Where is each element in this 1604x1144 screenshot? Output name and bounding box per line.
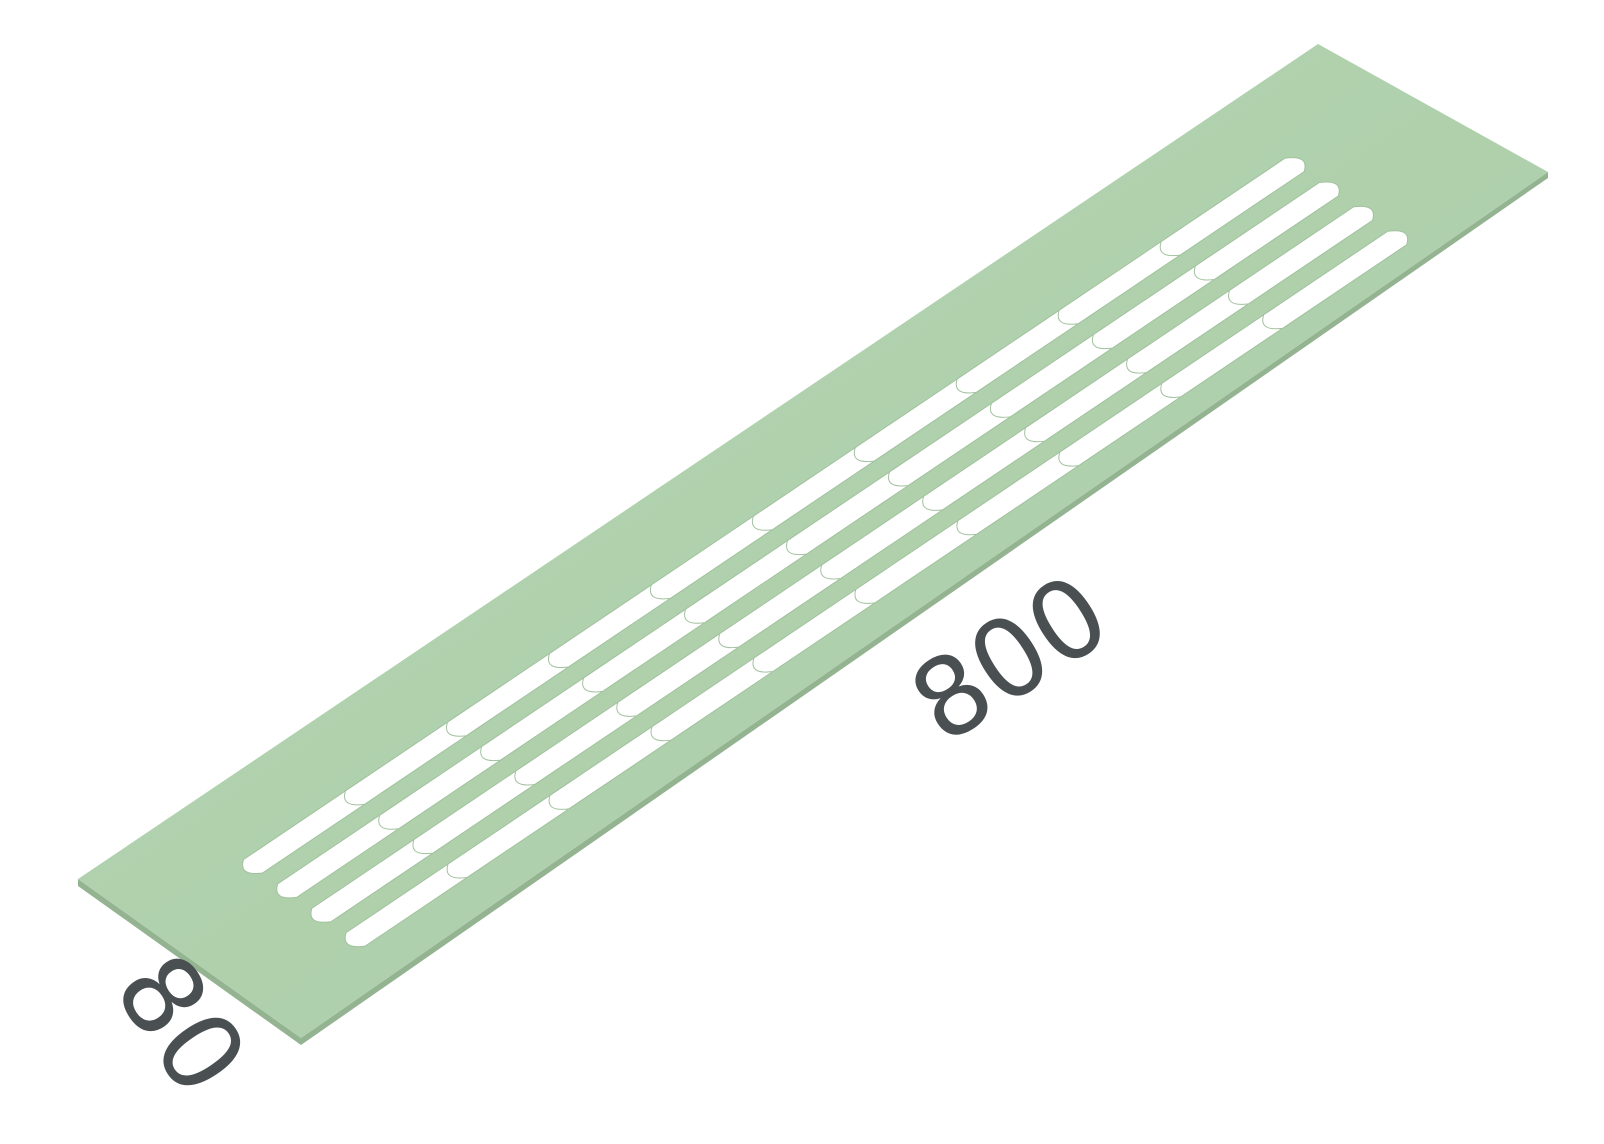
vent-slot	[1262, 230, 1409, 330]
vent-slot	[1159, 157, 1306, 257]
vent-slot	[1193, 181, 1340, 281]
ventilation-slots	[242, 157, 1409, 948]
vent-slot	[1228, 205, 1374, 305]
